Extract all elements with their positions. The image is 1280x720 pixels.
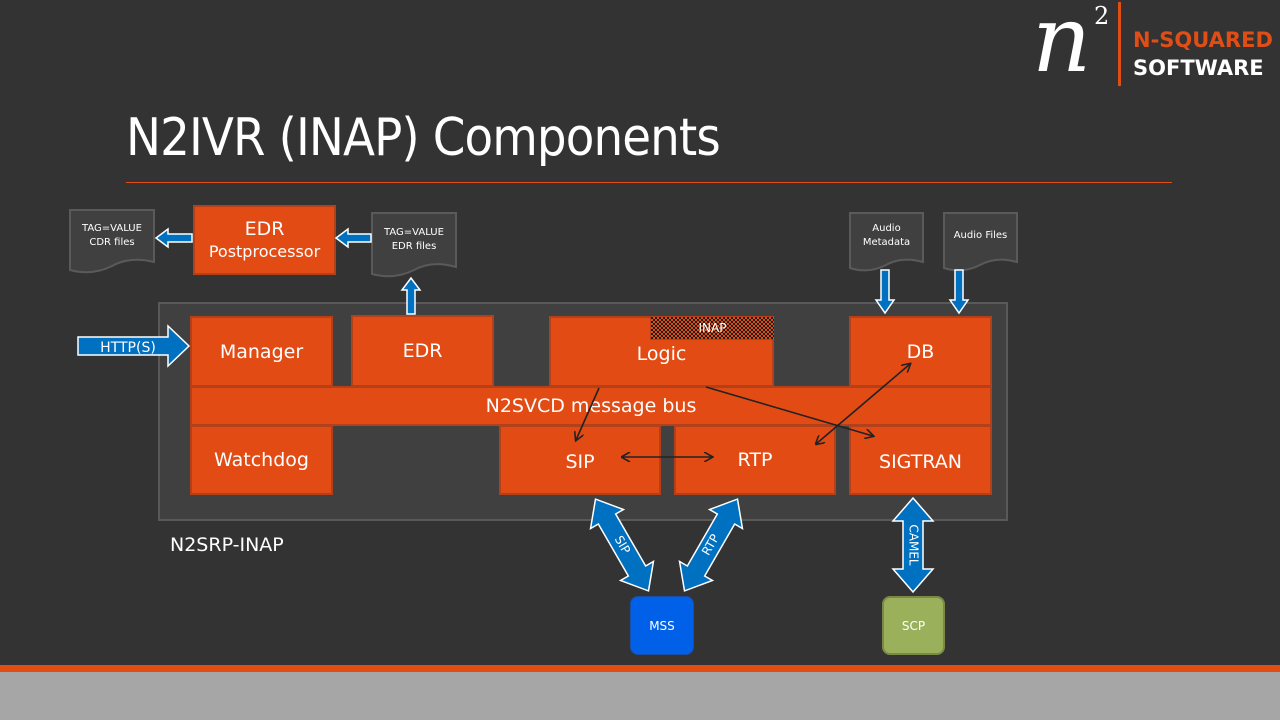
audio-metadata-doc: Audio Metadata <box>850 222 923 250</box>
edr-label: EDR <box>402 340 443 362</box>
cdr-files-line1: TAG=VALUE <box>82 223 142 234</box>
logo-text-nsquared: N-SQUARED <box>1133 28 1273 52</box>
watchdog-box: Watchdog <box>190 425 333 495</box>
db-label: DB <box>906 340 935 363</box>
inap-badge: INAP <box>650 317 774 340</box>
container-label: N2SRP-INAP <box>170 534 284 556</box>
footer-accent-bar <box>0 665 1280 672</box>
audio-files-doc: Audio Files <box>944 229 1017 243</box>
logo-text-software: SOFTWARE <box>1133 56 1264 80</box>
logo-divider <box>1118 2 1121 86</box>
manager-box: Manager <box>190 316 333 387</box>
title-underline <box>126 182 1172 183</box>
sip-box: SIP <box>499 425 661 495</box>
audio-metadata-line2: Metadata <box>862 237 911 248</box>
mss-label: MSS <box>649 618 675 633</box>
audio-files-label: Audio Files <box>953 230 1008 241</box>
logo-superscript: 2 <box>1094 2 1110 30</box>
edr-files-line2: EDR files <box>391 241 437 252</box>
logic-label: Logic <box>636 342 687 365</box>
rtp-box: RTP <box>674 425 836 495</box>
cdr-files-doc-shape <box>69 209 155 274</box>
slide-title: N2IVR (INAP) Components <box>126 108 721 168</box>
edr-postprocessor-line1: EDR <box>244 218 285 241</box>
edr-files-line1: TAG=VALUE <box>384 227 444 238</box>
rtp-label: RTP <box>737 449 773 471</box>
message-bus-label: N2SVCD message bus <box>485 395 697 417</box>
edr-postprocessor-line2: Postprocessor <box>208 241 321 261</box>
message-bus-box: N2SVCD message bus <box>190 386 992 426</box>
footer-bar <box>0 672 1280 720</box>
sip-label: SIP <box>565 451 595 473</box>
audio-metadata-line1: Audio <box>872 223 901 234</box>
cdr-files-line2: CDR files <box>89 237 135 248</box>
mss-node: MSS <box>630 596 694 655</box>
sigtran-label: SIGTRAN <box>879 451 962 473</box>
edr-files-doc-shape <box>371 212 457 278</box>
db-box: DB <box>849 316 992 387</box>
scp-label: SCP <box>901 618 926 633</box>
edr-box: EDR <box>351 315 494 387</box>
audio-metadata-doc-shape <box>849 212 924 272</box>
manager-label: Manager <box>219 340 304 363</box>
sigtran-box: SIGTRAN <box>849 425 992 495</box>
logo-n: n <box>1032 0 1092 93</box>
watchdog-label: Watchdog <box>214 449 309 471</box>
edr-files-doc: TAG=VALUE EDR files <box>372 226 456 254</box>
cdr-files-doc: TAG=VALUE CDR files <box>70 222 154 250</box>
scp-node: SCP <box>882 596 945 655</box>
edr-postprocessor-box: EDR Postprocessor <box>193 205 336 275</box>
